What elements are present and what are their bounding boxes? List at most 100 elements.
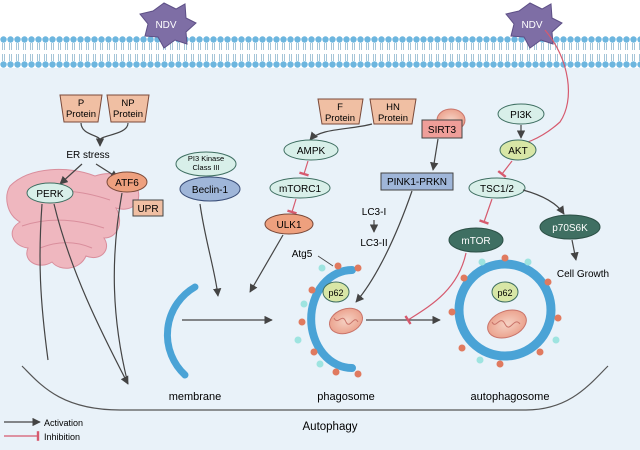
- mtorc1-node: mTORC1: [269, 177, 331, 199]
- er-stress-label: ER stress: [66, 150, 109, 161]
- sirt3-label: SIRT3: [428, 125, 457, 136]
- phagosome-membrane: [307, 266, 356, 372]
- legend: Activation Inhibition: [4, 417, 83, 442]
- tsc12-label: TSC1/2: [480, 184, 514, 195]
- lc3-1-label: LC3-I: [362, 207, 386, 218]
- mitochondrion-cristae: [333, 317, 359, 325]
- np-protein-label-1: NP: [121, 98, 134, 109]
- ampk-label: AMPK: [297, 146, 326, 157]
- arrow-viral-to-er-stress: [80, 122, 129, 146]
- pi3k-class3-label-1: PI3 Kinase: [188, 154, 224, 163]
- mtorc1-label: mTORC1: [279, 184, 321, 195]
- arrow-er-stress-perk: [59, 163, 83, 185]
- hn-protein-label-1: HN: [386, 102, 400, 113]
- p-protein: P Protein: [59, 94, 103, 123]
- inhibit-tsc12-mtor: [479, 198, 493, 225]
- beclin1-label: Beclin-1: [192, 185, 229, 196]
- p62-phago-node: [322, 281, 350, 303]
- ulk1-node: ULK1: [264, 213, 314, 235]
- atg5-pointer: [317, 255, 334, 267]
- mitochondrion-auto: [487, 309, 527, 339]
- arrow-hn-to-ampk: [309, 123, 373, 141]
- arrow-beclin1-to-membrane: [199, 203, 222, 297]
- atf6-label: ATF6: [115, 178, 139, 189]
- lc3-dot: [554, 314, 562, 322]
- lc3-dot: [298, 318, 306, 326]
- isolation-membrane: [163, 283, 199, 379]
- ndv-label-right: NDV: [521, 20, 542, 31]
- tsc12-node: TSC1/2: [468, 177, 526, 199]
- np-protein-label-2: Protein: [113, 109, 143, 120]
- lc3-dot: [354, 264, 362, 272]
- perk-label: PERK: [36, 189, 64, 200]
- pink1-prkn-box: PINK1-PRKN: [380, 172, 454, 191]
- line-atf6-to-autophagy: [113, 192, 129, 385]
- lc3-dot: [496, 360, 504, 368]
- lc3-dot: [536, 348, 544, 356]
- pi3k-class3-label-2: Class III: [192, 163, 219, 172]
- p70s6k-node: p70S6K: [539, 214, 601, 240]
- ndv-virus-left: NDV: [139, 2, 197, 49]
- p62-auto-label: p62: [497, 288, 512, 298]
- arrow-p70s6k-to-cell-growth: [570, 239, 579, 261]
- mtor-node: mTOR: [448, 227, 504, 253]
- ampk-node: AMPK: [283, 139, 339, 161]
- hn-protein-label-2: Protein: [378, 113, 408, 124]
- lc3-dot: [544, 278, 552, 286]
- p70s6k-label: p70S6K: [552, 223, 588, 234]
- mitochondrion-cristae: [491, 320, 521, 328]
- cytoplasm-background: [0, 66, 640, 450]
- pink1-prkn-label: PINK1-PRKN: [387, 177, 447, 188]
- autophagosome-membrane: [454, 259, 556, 361]
- lc3-dot: [332, 368, 340, 376]
- atg5-dot: [316, 360, 324, 368]
- legend-activation-label: Activation: [44, 418, 83, 428]
- lc3-dot: [354, 370, 362, 378]
- autophagy-bracket: [21, 365, 609, 411]
- atg5-dot: [524, 258, 532, 266]
- f-protein-label-2: Protein: [325, 113, 355, 124]
- mtor-label: mTOR: [461, 236, 490, 247]
- arrow-sirt3-to-pink1: [430, 138, 439, 171]
- atg5-dot: [318, 264, 326, 272]
- atf6-node: ATF6: [106, 171, 148, 193]
- arrow-pink1-to-phagosome: [355, 190, 413, 303]
- inhibit-akt-tsc12: [497, 160, 513, 178]
- upr-label: UPR: [137, 204, 158, 215]
- lc3-dot: [501, 254, 509, 262]
- atg5-dot: [294, 336, 302, 344]
- stage-phagosome-label: phagosome: [317, 391, 375, 403]
- cell-growth-label: Cell Growth: [557, 269, 609, 280]
- pi3k-class3-node: PI3 Kinase Class III: [175, 151, 237, 177]
- beclin1-node: Beclin-1: [179, 176, 241, 202]
- arrow-tsc12-to-p70s6k: [522, 189, 565, 215]
- atg5-dot: [476, 356, 484, 364]
- arrow-ulk1-to-membrane: [249, 234, 284, 293]
- autophagy-label: Autophagy: [303, 421, 358, 433]
- pi3k-label: PI3K: [510, 110, 532, 121]
- phagosome: p62: [294, 262, 363, 378]
- p-protein-label-2: Protein: [66, 109, 96, 120]
- upr-box: UPR: [132, 199, 164, 217]
- ndv-label-left: NDV: [155, 20, 176, 31]
- p-protein-label-1: P: [78, 98, 84, 109]
- stage-membrane-label: membrane: [169, 391, 222, 403]
- lc3-dot: [334, 262, 342, 270]
- f-protein-label-1: F: [337, 102, 343, 113]
- atg5-dot: [478, 258, 486, 266]
- p62-auto-node: [491, 281, 519, 303]
- ndv-virus-right: NDV: [505, 2, 563, 49]
- perk-node: PERK: [26, 182, 74, 204]
- lc3-dot: [308, 286, 316, 294]
- lc3-dot: [460, 274, 468, 282]
- akt-label: AKT: [508, 146, 527, 157]
- pi3k-node: PI3K: [497, 103, 545, 125]
- lc3-dot: [310, 348, 318, 356]
- stage-autophagosome-label: autophagosome: [471, 391, 550, 403]
- lc3-dot: [458, 344, 466, 352]
- lc3-dot: [448, 308, 456, 316]
- akt-node: AKT: [499, 139, 537, 161]
- atg5-label: Atg5: [292, 249, 313, 260]
